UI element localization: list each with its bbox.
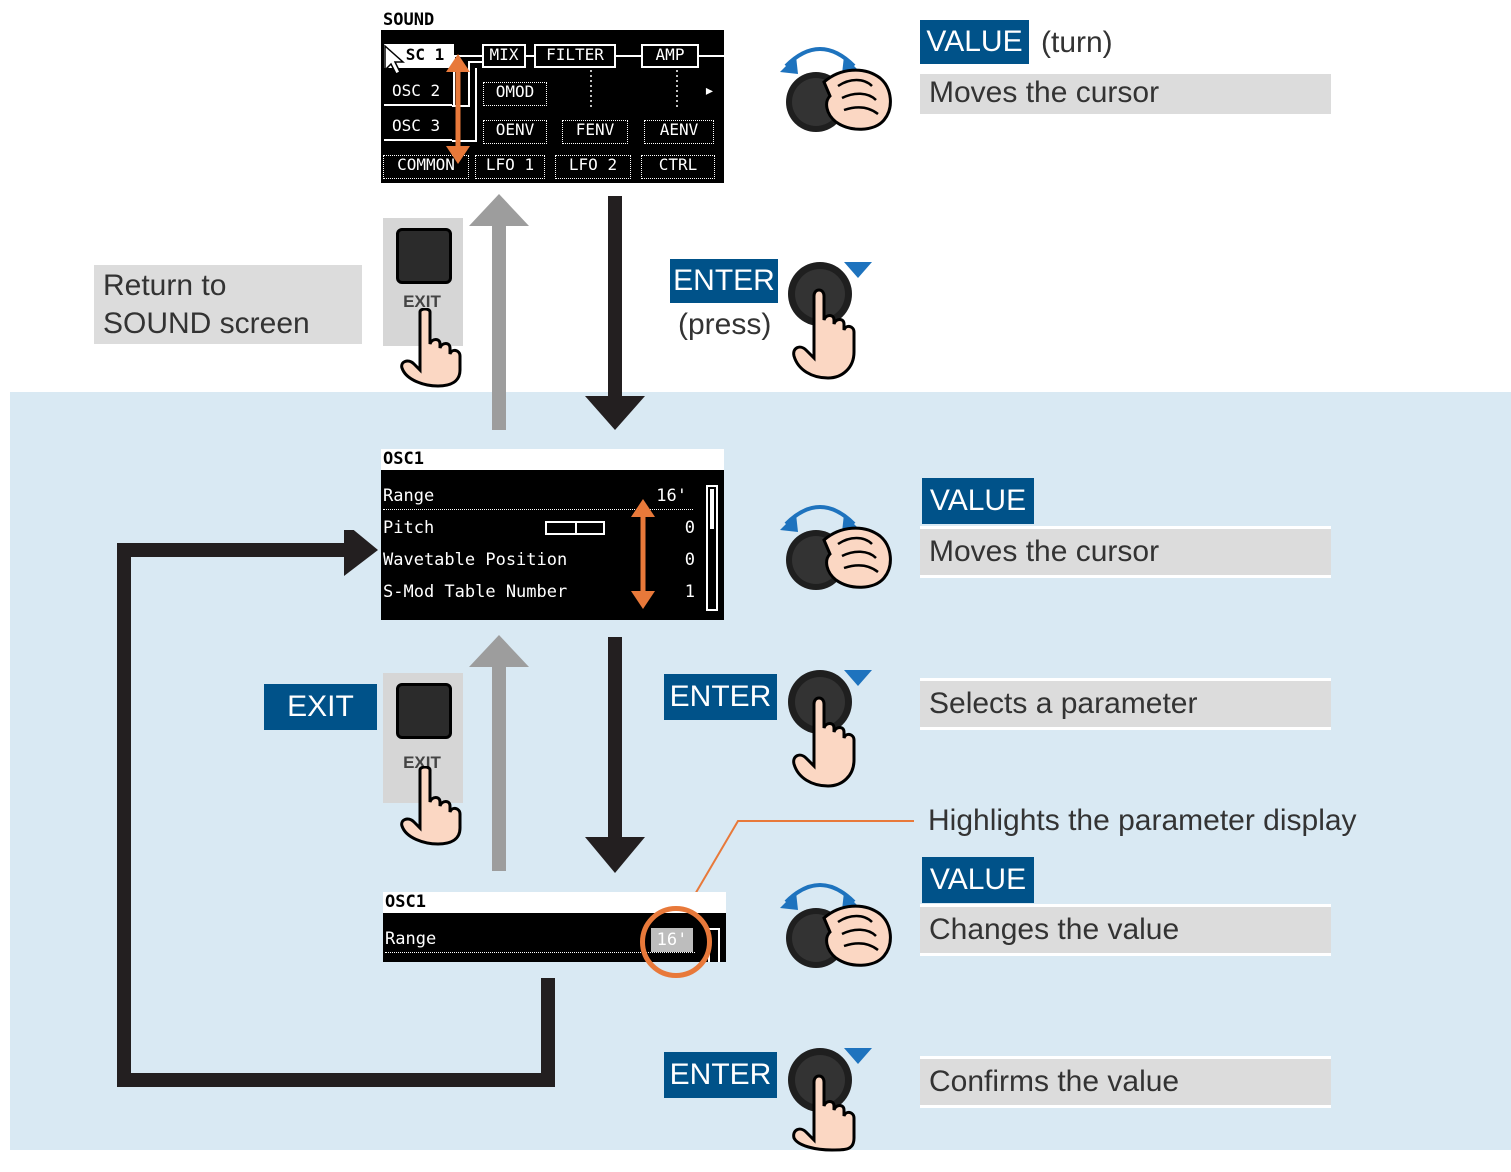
highlights-text: Highlights the parameter display	[928, 804, 1357, 837]
row-divider	[383, 509, 693, 510]
tile-ctrl: CTRL	[641, 155, 715, 179]
return-to-sound-box: Return to SOUND screen	[94, 265, 362, 344]
scrollbar	[706, 485, 718, 611]
osc1-list-title: OSC1	[381, 449, 724, 470]
lower-section-background	[10, 392, 1511, 1150]
tile-lfo2: LFO 2	[555, 155, 631, 179]
value-label-1: VALUE	[920, 20, 1029, 64]
sound-screen: SOUND SC 1 MIX FILTER AMP OSC 2 OMOD ▸ O…	[381, 10, 724, 183]
exit-key-1[interactable]	[396, 228, 452, 284]
enter-label-3: ENTER	[664, 1052, 777, 1098]
row-divider	[385, 952, 695, 953]
tile-fenv: FENV	[562, 120, 628, 144]
up-arrow-gray-2	[469, 635, 529, 871]
exit-key-label-2: EXIT	[403, 753, 441, 772]
moves-cursor-box-1: Moves the cursor	[920, 74, 1331, 114]
osc1-list-screen: OSC1 Range 16' Pitch 0 Wavetable Positio…	[381, 449, 724, 620]
down-arrow-dark-2	[585, 637, 645, 873]
up-arrow-gray-1	[469, 194, 529, 430]
enter-knob-press-icon-2	[788, 670, 872, 788]
enter-label-1: ENTER	[670, 259, 778, 303]
exit-label: EXIT	[264, 684, 377, 730]
value-knob-turn-icon	[780, 883, 892, 968]
pointing-hand-icon-2	[400, 766, 462, 846]
tile-osc3: OSC 3	[384, 117, 452, 141]
tile-mix: MIX	[482, 44, 526, 68]
cursor-arrow-icon	[384, 44, 405, 76]
changes-value-box: Changes the value	[920, 904, 1331, 956]
highlight-circle	[640, 906, 712, 978]
enter-label-2: ENTER	[664, 674, 777, 720]
enter-knob-press-icon-1	[788, 262, 872, 380]
tile-filter: FILTER	[534, 44, 616, 68]
exit-key-label-1: EXIT	[403, 292, 441, 311]
tile-aenv: AENV	[644, 120, 714, 144]
tile-oenv: OENV	[483, 120, 547, 144]
tile-osc2: OSC 2	[384, 82, 452, 106]
orange-updown-arrow-icon	[631, 499, 655, 609]
loop-back-arrow	[117, 530, 555, 1087]
selects-parameter-box: Selects a parameter	[920, 678, 1331, 730]
value-label-2: VALUE	[922, 478, 1034, 524]
enter-knob-press-icon-3	[788, 1048, 872, 1152]
turn-text: (turn)	[1041, 26, 1113, 59]
press-text: (press)	[678, 308, 772, 341]
exit-button-panel-2: EXIT	[383, 673, 463, 803]
orange-updown-arrow-icon	[446, 54, 470, 164]
more-indicator: ▸	[704, 80, 715, 101]
pointing-hand-icon-1	[400, 308, 462, 388]
pitch-bar-icon	[545, 521, 605, 535]
osc1-edit-title: OSC1	[383, 892, 726, 913]
exit-key-2[interactable]	[396, 683, 452, 739]
value-label-3: VALUE	[922, 857, 1034, 903]
confirms-value-box: Confirms the value	[920, 1056, 1331, 1108]
value-knob-turn-icon	[780, 47, 892, 132]
tile-common: COMMON	[383, 155, 469, 179]
down-arrow-dark-1	[585, 196, 645, 430]
sound-screen-title: SOUND	[381, 10, 724, 30]
moves-cursor-box-2: Moves the cursor	[920, 526, 1331, 578]
value-knob-turn-icon	[780, 505, 892, 590]
exit-button-panel-1: EXIT	[383, 218, 463, 346]
tile-omod: OMOD	[483, 82, 547, 106]
tile-amp: AMP	[641, 44, 699, 68]
sound-screen-connectors	[384, 44, 724, 142]
tile-lfo1: LFO 1	[475, 155, 545, 179]
